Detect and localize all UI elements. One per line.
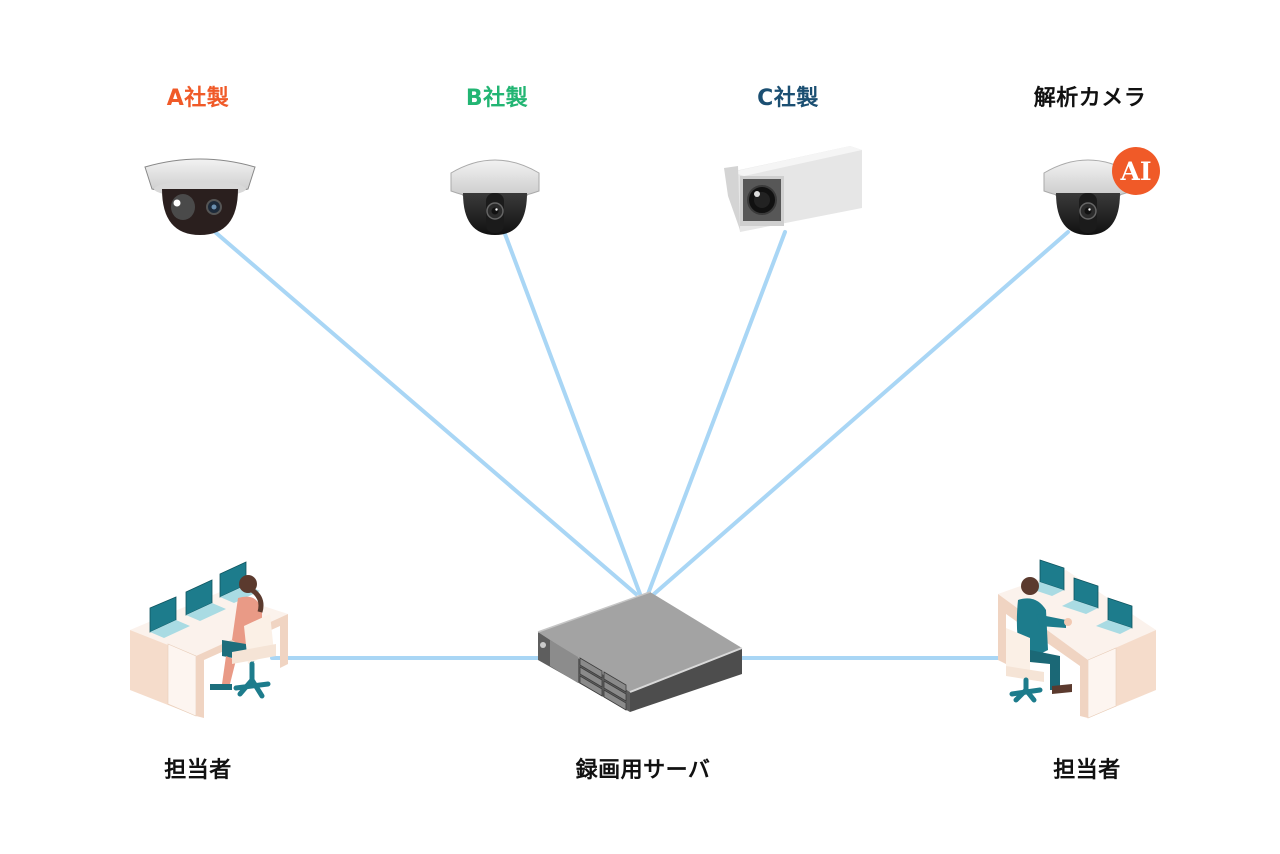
recording-server-icon bbox=[537, 591, 743, 712]
camera-b-label: B社製 bbox=[465, 86, 529, 111]
camera-b-icon bbox=[450, 159, 540, 235]
camera-a-icon bbox=[144, 158, 256, 235]
operator-right-label: 担当者 bbox=[1053, 758, 1121, 783]
link-camera-b bbox=[503, 232, 642, 596]
server-label: 録画用サーバ bbox=[575, 758, 711, 783]
camera-c-label: C社製 bbox=[757, 86, 819, 111]
camera-ai-label: 解析カメラ bbox=[1033, 86, 1147, 111]
link-camera-ai bbox=[652, 230, 1070, 596]
operator-left-illustration bbox=[130, 561, 288, 718]
link-camera-c bbox=[646, 230, 787, 596]
camera-ai-icon bbox=[1043, 159, 1133, 235]
ai-badge-label: AI bbox=[1119, 157, 1151, 186]
ai-badge: AI bbox=[1112, 147, 1160, 195]
link-camera-a bbox=[213, 230, 638, 596]
connections bbox=[213, 230, 1070, 660]
camera-c-icon bbox=[724, 146, 862, 232]
operator-left-label: 担当者 bbox=[164, 758, 232, 783]
camera-a-label: A社製 bbox=[166, 86, 230, 111]
operator-right-illustration bbox=[998, 559, 1156, 719]
